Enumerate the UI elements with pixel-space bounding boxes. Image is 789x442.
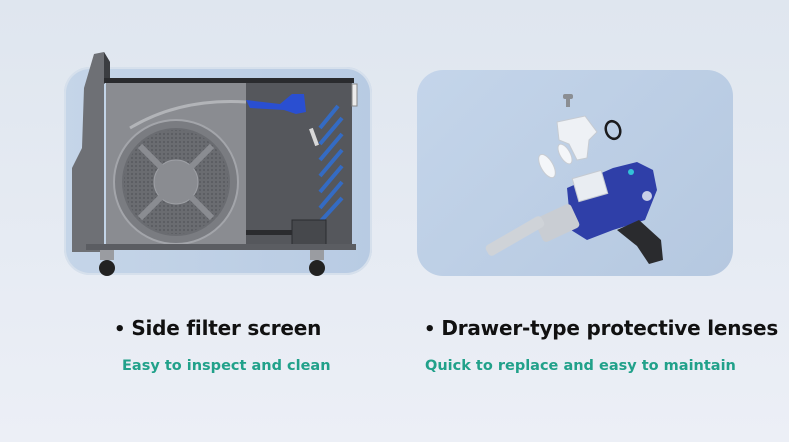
feature-title-text: Side filter screen [131, 316, 322, 340]
bullet-icon: • [424, 319, 436, 340]
laser-machine-illustration [72, 52, 358, 276]
feature-title-protective-lenses: •Drawer-type protective lenses [424, 316, 778, 340]
feature-subtitle-protective-lenses: Quick to replace and easy to maintain [425, 358, 736, 374]
laser-gun-exploded-illustration [485, 94, 663, 264]
feature-title-side-filter: •Side filter screen [114, 316, 321, 340]
feature-title-text: Drawer-type protective lenses [441, 316, 779, 340]
feature-image-panel-right [417, 70, 733, 276]
bullet-icon: • [114, 319, 126, 340]
feature-subtitle-side-filter: Easy to inspect and clean [122, 358, 331, 374]
